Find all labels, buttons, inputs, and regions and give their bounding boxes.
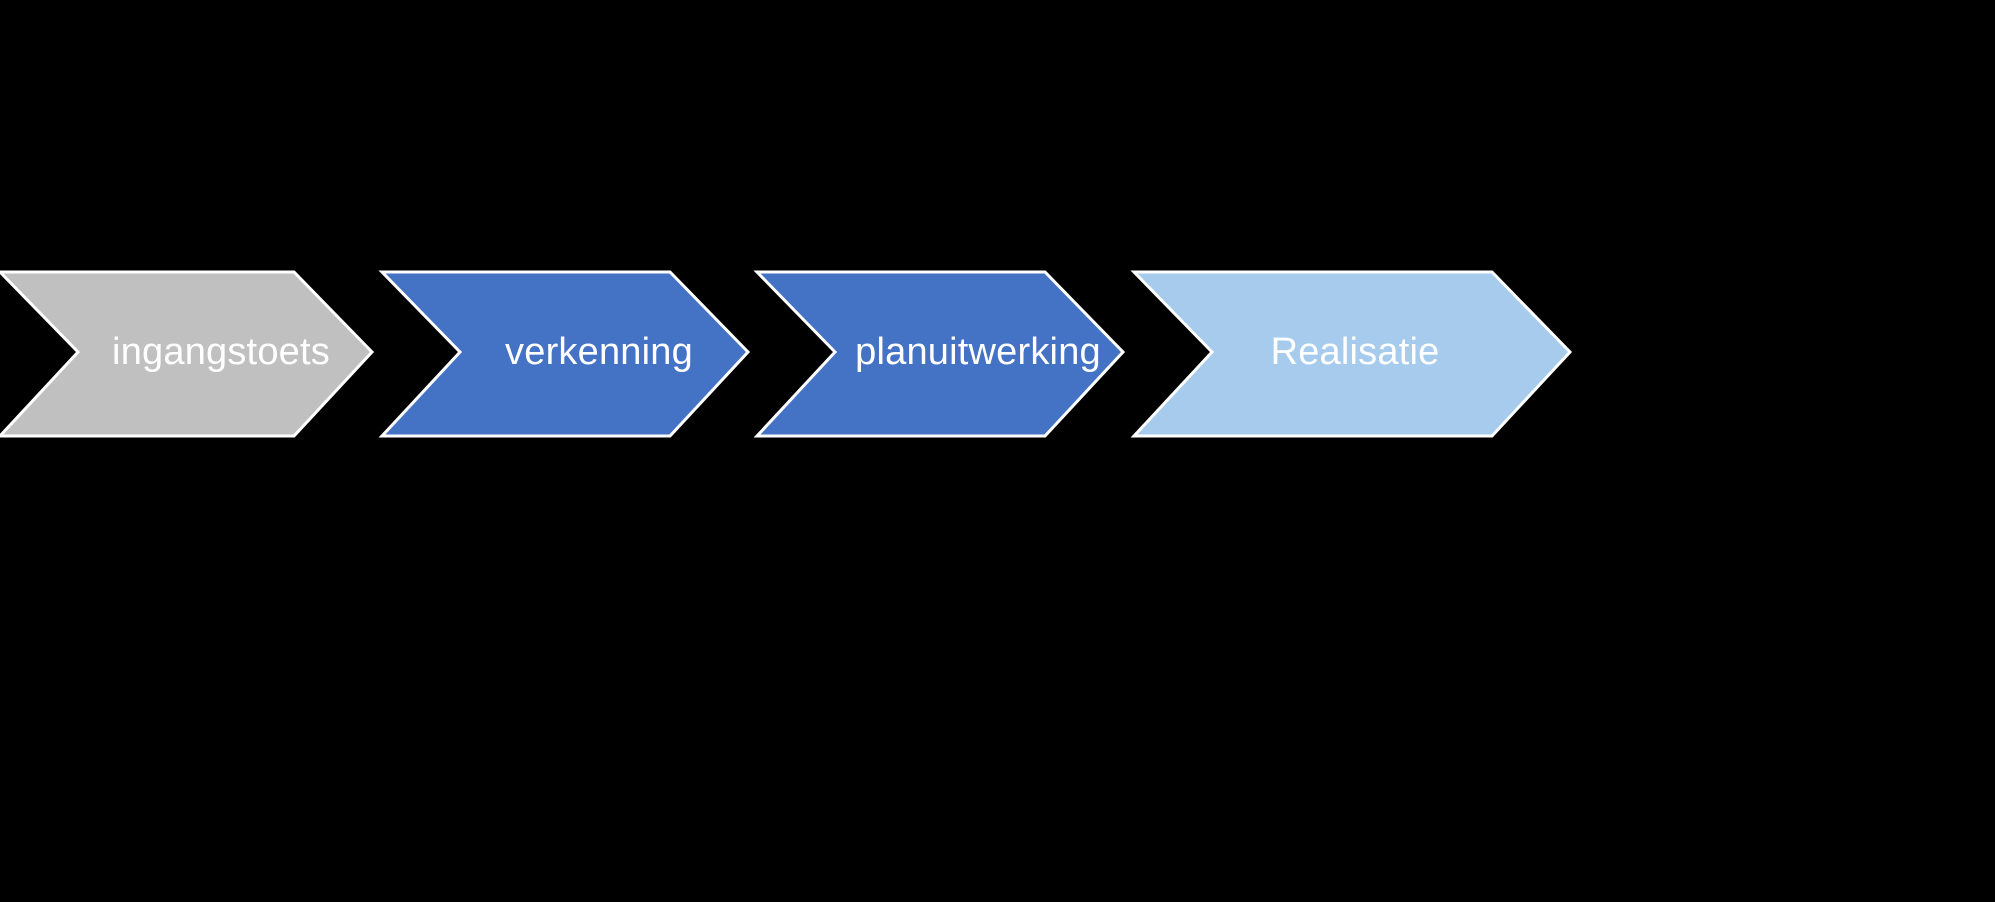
chevron-step-3[interactable] <box>753 270 1126 438</box>
chevron-step-3-label: planuitwerking <box>855 331 1101 373</box>
chevron-step-1-label: ingangstoets <box>112 331 330 373</box>
chevron-step-4[interactable] <box>1130 270 1573 438</box>
chevron-step-2-label: verkenning <box>505 331 693 373</box>
chevron-step-2[interactable] <box>378 270 751 438</box>
chevron-step-1[interactable] <box>0 270 375 438</box>
chevron-step-4-label: Realisatie <box>1270 331 1440 373</box>
